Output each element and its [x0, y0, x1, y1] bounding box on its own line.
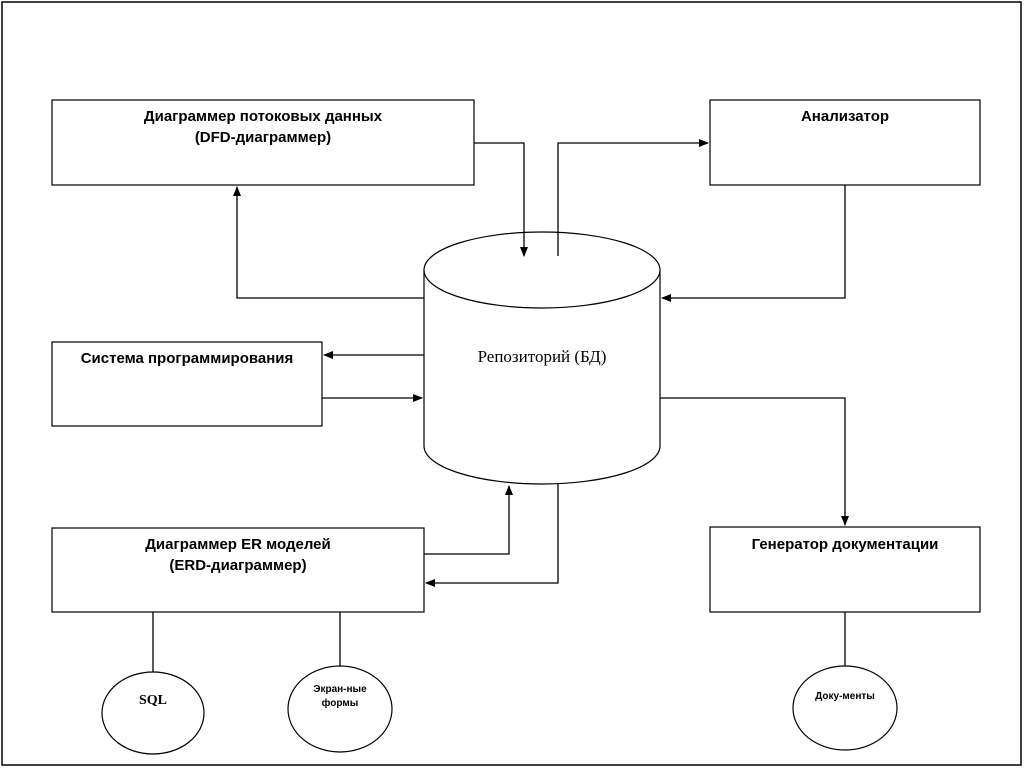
- sql-label: SQL: [139, 693, 167, 708]
- arrow-repository-to-analyzer: [557, 139, 709, 256]
- documents-output: Доку-менты: [792, 665, 898, 751]
- documents-label: Доку-менты: [815, 691, 875, 702]
- erd-diagrammer-box: Диаграммер ER моделей (ERD-диаграммер): [51, 527, 425, 613]
- arrow-repository-to-erd: [425, 484, 559, 587]
- programming-system-box: Система программирования: [51, 341, 323, 427]
- doc-generator-box: Генератор документации: [709, 526, 981, 613]
- analyzer-box: Анализатор: [709, 99, 981, 186]
- screen-forms-label-line1: Экран-ные: [313, 684, 367, 695]
- repository-cylinder: Репозиторий (БД): [423, 231, 661, 485]
- arrow-erd-to-repository: [424, 485, 513, 555]
- arrow-analyzer-to-repository: [661, 185, 846, 302]
- sql-output: SQL: [101, 671, 205, 755]
- arrow-repository-to-docgen: [660, 397, 849, 526]
- arrow-repository-to-dfd: [233, 186, 424, 299]
- screen-forms-label-line2: формы: [322, 697, 359, 709]
- programming-system-label: Система программирования: [81, 350, 294, 367]
- analyzer-label: Анализатор: [801, 108, 889, 125]
- doc-generator-label: Генератор документации: [752, 536, 939, 553]
- dfd-diagrammer-subtitle: (DFD-диаграммер): [195, 129, 331, 146]
- repository-label: Репозиторий (БД): [478, 347, 607, 366]
- dfd-diagrammer-title: Диаграммер потоковых данных: [144, 108, 383, 125]
- screen-forms-output: Экран-ные формы: [287, 665, 393, 753]
- erd-diagrammer-title: Диаграммер ER моделей: [145, 536, 331, 553]
- arrow-dfd-to-repository: [474, 142, 528, 257]
- erd-diagrammer-subtitle: (ERD-диаграммер): [169, 557, 306, 574]
- dfd-diagrammer-box: Диаграммер потоковых данных (DFD-диаграм…: [51, 99, 475, 186]
